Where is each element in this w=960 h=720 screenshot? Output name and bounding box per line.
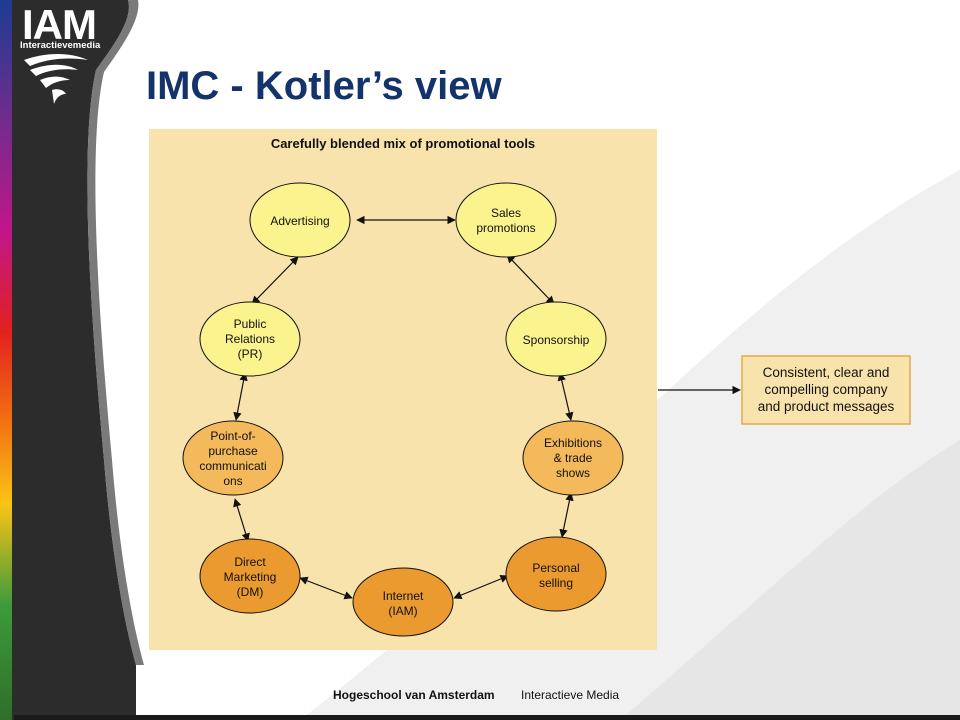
node-exhibitions: Exhibitions & trade shows	[522, 420, 624, 496]
node-label-line: selling	[539, 576, 573, 590]
node-label-line: promotions	[476, 221, 535, 235]
logo-swirl-icon	[24, 54, 88, 104]
node-exhibitions-shape	[522, 420, 624, 496]
node-label-line: Direct	[234, 555, 266, 569]
node-label-line: communicati	[199, 459, 266, 473]
node-public-relations-shape	[199, 301, 301, 377]
output-line: and product messages	[758, 399, 895, 414]
node-direct-marketing: Direct Marketing (DM)	[199, 538, 301, 614]
node-advertising: Advertising	[249, 182, 351, 258]
node-label-line: Public	[234, 317, 267, 331]
node-personal-selling-shape	[505, 536, 607, 612]
arrow-advertising-pr	[251, 256, 299, 305]
iam-logo-subtext: Interactievemedia	[20, 40, 101, 51]
node-label-line: ons	[223, 474, 242, 488]
output-line: Consistent, clear and	[763, 365, 890, 380]
slide-title: IMC - Kotler’s view	[146, 64, 502, 108]
node-label-line: Marketing	[224, 570, 277, 584]
node-point-of-purchase: Point-of- purchase communicati ons	[182, 420, 284, 496]
arrow-pop-dm	[233, 498, 250, 542]
node-sales-promotions-shape	[455, 182, 557, 258]
footer-department: Interactieve Media	[521, 688, 620, 702]
output-box-shape	[741, 355, 911, 425]
node-sponsorship-shape	[505, 301, 607, 377]
connector-arrows	[233, 215, 741, 600]
node-label-line: Sponsorship	[523, 333, 590, 347]
node-label-line: (DM)	[237, 585, 264, 599]
node-label-line: Sales	[491, 206, 521, 220]
node-direct-marketing-shape	[199, 538, 301, 614]
node-label-line: Personal	[532, 561, 579, 575]
node-label-line: shows	[556, 466, 590, 480]
node-internet-shape	[352, 567, 454, 637]
iam-logo: IAM	[22, 1, 97, 48]
arrow-pr-pop	[233, 372, 248, 421]
node-public-relations: Public Relations (PR)	[199, 301, 301, 377]
arrow-dm-internet	[299, 576, 353, 600]
output-line: compelling company	[764, 382, 887, 397]
node-label-line: & trade	[554, 451, 593, 465]
dark-side-band	[12, 0, 136, 720]
footer-school: Hogeschool van Amsterdam	[333, 688, 495, 702]
output-box: Consistent, clear and compelling company…	[741, 355, 911, 425]
diagram-heading: Carefully blended mix of promotional too…	[271, 136, 535, 151]
node-label-line: purchase	[208, 444, 258, 458]
node-internet: Internet (IAM)	[352, 567, 454, 637]
arrow-sales-sponsorship	[506, 254, 555, 305]
band-edge	[87, 0, 144, 665]
node-label-line: Exhibitions	[544, 436, 602, 450]
node-label-line: Internet	[383, 589, 424, 603]
arrow-sponsorship-exhibitions	[557, 372, 574, 421]
rainbow-strip	[0, 0, 12, 720]
node-sales-promotions: Sales promotions	[455, 182, 557, 258]
node-label-line: Point-of-	[210, 429, 255, 443]
node-advertising-shape	[249, 182, 351, 258]
node-label-line: Advertising	[270, 214, 329, 228]
node-label-line: (IAM)	[388, 604, 417, 618]
node-sponsorship: Sponsorship	[505, 301, 607, 377]
node-label-line: Relations	[225, 332, 275, 346]
arrow-internet-selling	[453, 574, 509, 600]
background-swoosh-small	[620, 440, 960, 720]
arrow-exhibitions-selling	[559, 492, 574, 538]
node-label-line: (PR)	[238, 347, 263, 361]
node-personal-selling: Personal selling	[505, 536, 607, 612]
bottom-rule	[14, 715, 960, 720]
node-point-of-purchase-shape	[182, 420, 284, 496]
